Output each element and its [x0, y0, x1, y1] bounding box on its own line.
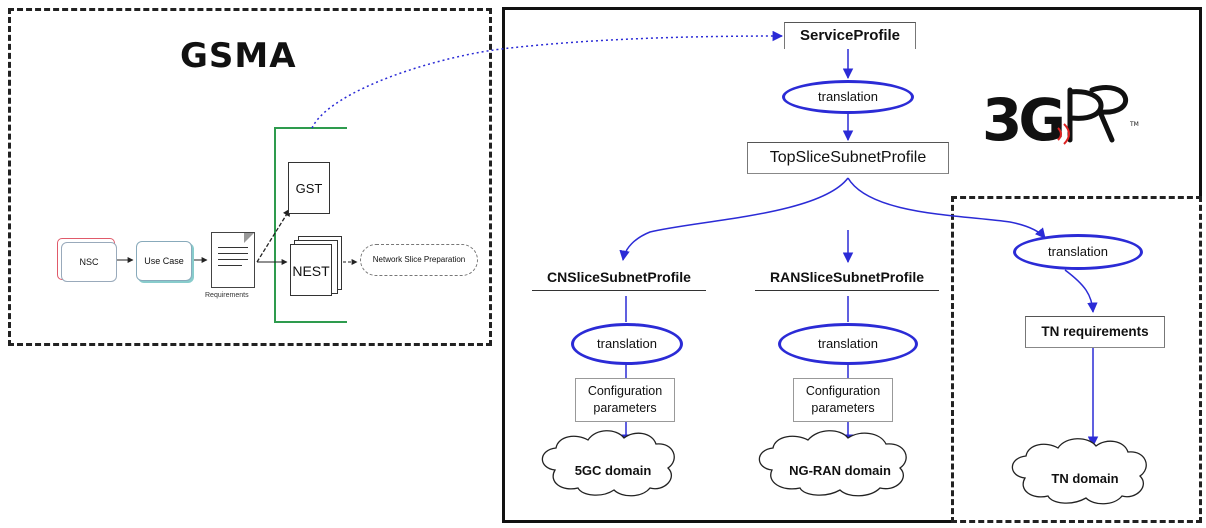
3gpp-logo: 3G TM [982, 85, 1139, 154]
ngran-cloud [758, 430, 907, 497]
translation-oval-tn: translation [1013, 234, 1143, 270]
tn-domain-label: TN domain [1051, 471, 1119, 486]
translation-oval-ran: translation [778, 323, 918, 365]
gsma-to-serviceprofile-link [311, 30, 784, 129]
config-params-box-cn: Configuration parameters [575, 378, 675, 422]
svg-text:3G: 3G [982, 86, 1062, 154]
nsc-box: NSC [61, 242, 117, 282]
nest-doc-stack: NEST [290, 236, 342, 296]
tn-cloud [1011, 438, 1147, 505]
cn-slice-subnet-profile-box: CNSliceSubnetProfile [532, 264, 706, 291]
ngran-domain-label: NG-RAN domain [789, 463, 891, 478]
gsma-title: GSMA [180, 36, 297, 76]
nest-doc: NEST [290, 244, 332, 296]
svg-text:TM: TM [1129, 121, 1139, 128]
gsma-region [8, 8, 492, 346]
gsma-green-bracket [274, 127, 347, 323]
requirements-label: Requirements [205, 292, 249, 299]
top-slice-subnet-profile-box: TopSliceSubnetProfile [747, 142, 949, 174]
use-case-box: Use Case [136, 241, 192, 281]
requirements-doc-icon [211, 232, 255, 288]
nsc-card-stack: NSC [57, 238, 119, 284]
tn-requirements-box: TN requirements [1025, 316, 1165, 348]
service-profile-box: ServiceProfile [784, 22, 916, 49]
network-slice-preparation-box: Network Slice Preparation [360, 244, 478, 276]
5gc-domain-label: 5GC domain [574, 463, 652, 478]
translation-oval-top: translation [782, 80, 914, 114]
translation-oval-cn: translation [571, 323, 683, 365]
5gc-cloud [541, 430, 675, 497]
config-params-box-ran: Configuration parameters [793, 378, 893, 422]
gst-doc: GST [288, 162, 330, 214]
ran-slice-subnet-profile-box: RANSliceSubnetProfile [755, 264, 939, 291]
